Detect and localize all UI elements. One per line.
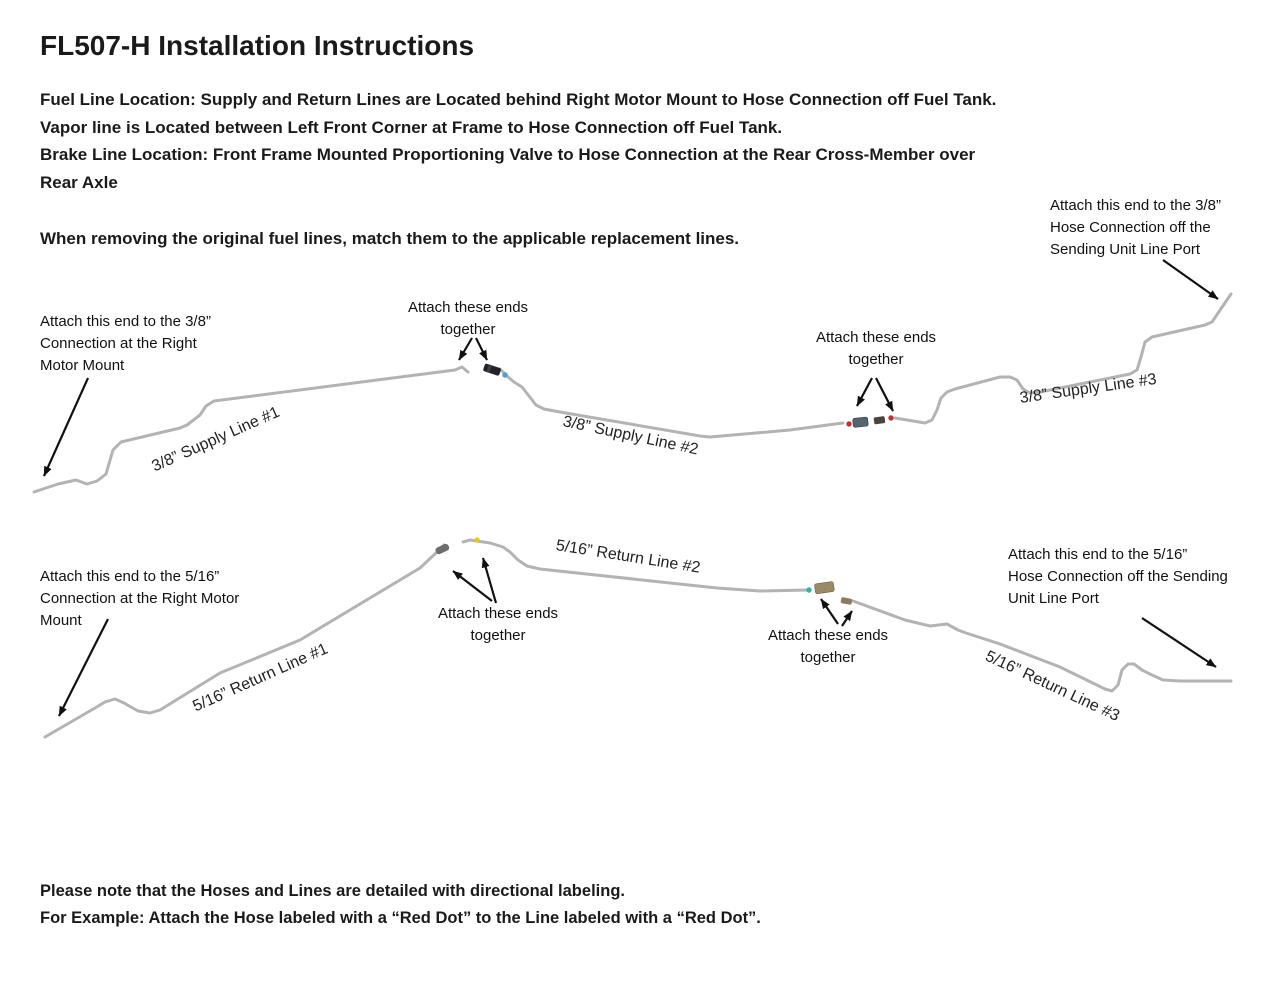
callout-return-right: Attach this end to the 5/16” Hose Connec… bbox=[1008, 544, 1228, 610]
arrow-return-join2-right bbox=[841, 610, 853, 627]
yellow-dot bbox=[474, 537, 480, 543]
callout-line: Mount bbox=[40, 612, 82, 629]
callout-line: together bbox=[440, 321, 496, 338]
instruction-text: When removing the original fuel lines, m… bbox=[40, 229, 740, 248]
arrow-return-join1-left bbox=[452, 570, 493, 602]
callout-line: Unit Line Port bbox=[1008, 590, 1099, 607]
blue-dot bbox=[502, 372, 508, 378]
return-line-3 bbox=[851, 599, 1233, 693]
arrow-return-join2-left bbox=[820, 598, 839, 625]
callout-line: Attach these ends bbox=[767, 627, 889, 644]
callout-supply-right: Attach this end to the 3/8” Hose Connect… bbox=[1050, 195, 1221, 261]
return-line-2 bbox=[461, 538, 810, 593]
arrow-supply-join1-left bbox=[458, 337, 473, 361]
callout-supply-join1: Attach these ends together bbox=[392, 297, 544, 341]
callout-line: Attach these ends bbox=[815, 329, 937, 346]
arrow-supply-join2-left bbox=[856, 377, 873, 407]
teal-dot bbox=[806, 587, 812, 593]
callout-return-join1: Attach these ends together bbox=[422, 603, 574, 647]
arrow-supply-right bbox=[1162, 259, 1219, 300]
supply-line-2 bbox=[498, 367, 845, 439]
arrow-supply-left bbox=[42, 377, 90, 477]
arrow-return-right bbox=[1141, 617, 1217, 668]
location-line: Vapor line is Located between Left Front… bbox=[40, 117, 783, 137]
arrow-supply-join1-right bbox=[475, 337, 488, 361]
callout-line: Hose Connection off the bbox=[1050, 219, 1211, 236]
callout-supply-join2: Attach these ends together bbox=[800, 327, 952, 371]
supply-line-3 bbox=[893, 292, 1233, 425]
callout-line: together bbox=[848, 351, 904, 368]
callout-line: Attach these ends bbox=[437, 605, 559, 622]
callout-line: Attach this end to the 3/8” bbox=[40, 313, 211, 330]
callout-line: Sending Unit Line Port bbox=[1050, 241, 1201, 258]
red-dot bbox=[888, 415, 894, 421]
location-line: Fuel Line Location: Supply and Return Li… bbox=[40, 90, 997, 109]
arrow-supply-join2-right bbox=[875, 377, 894, 412]
return-line-1 bbox=[43, 543, 446, 739]
footer-line: For Example: Attach the Hose labeled wit… bbox=[40, 909, 761, 927]
callout-line: together bbox=[800, 649, 856, 666]
hose-fitting-black bbox=[483, 363, 501, 376]
arrow-return-join1-right bbox=[481, 557, 498, 604]
line-end-tip bbox=[435, 543, 450, 555]
callout-line: Attach this end to the 5/16” bbox=[1008, 546, 1188, 563]
callout-line: Attach this end to the 5/16” bbox=[40, 568, 220, 585]
footer-line: Please note that the Hoses and Lines are… bbox=[40, 882, 625, 900]
callout-line: Motor Mount bbox=[40, 357, 125, 374]
location-paragraph: Fuel Line Location: Supply and Return Li… bbox=[40, 86, 996, 196]
callout-return-join2: Attach these ends together bbox=[752, 625, 904, 669]
hose-fitting-tan bbox=[814, 581, 835, 594]
callout-line: Attach these ends bbox=[407, 299, 529, 316]
location-line: Rear Axle bbox=[40, 172, 118, 192]
callout-line: together bbox=[470, 627, 526, 644]
hose-fitting-dark bbox=[873, 416, 886, 425]
callout-supply-left: Attach this end to the 3/8” Connection a… bbox=[40, 311, 211, 377]
hose-fitting-tan-small bbox=[840, 597, 853, 605]
callout-line: Attach this end to the 3/8” bbox=[1050, 197, 1221, 214]
page-title: FL507-H Installation Instructions bbox=[40, 30, 475, 61]
arrow-return-left bbox=[58, 618, 109, 717]
red-dot bbox=[846, 421, 852, 427]
callout-line: Hose Connection off the Sending bbox=[1008, 568, 1228, 585]
callout-line: Connection at the Right bbox=[40, 335, 197, 352]
footer-note: Please note that the Hoses and Lines are… bbox=[40, 878, 761, 932]
hose-fitting-blue-gray bbox=[852, 416, 869, 428]
location-line: Brake Line Location: Front Frame Mounted… bbox=[40, 145, 976, 164]
callout-line: Connection at the Right Motor bbox=[40, 590, 240, 607]
supply-line-1 bbox=[32, 365, 470, 494]
callout-return-left: Attach this end to the 5/16” Connection … bbox=[40, 566, 239, 632]
